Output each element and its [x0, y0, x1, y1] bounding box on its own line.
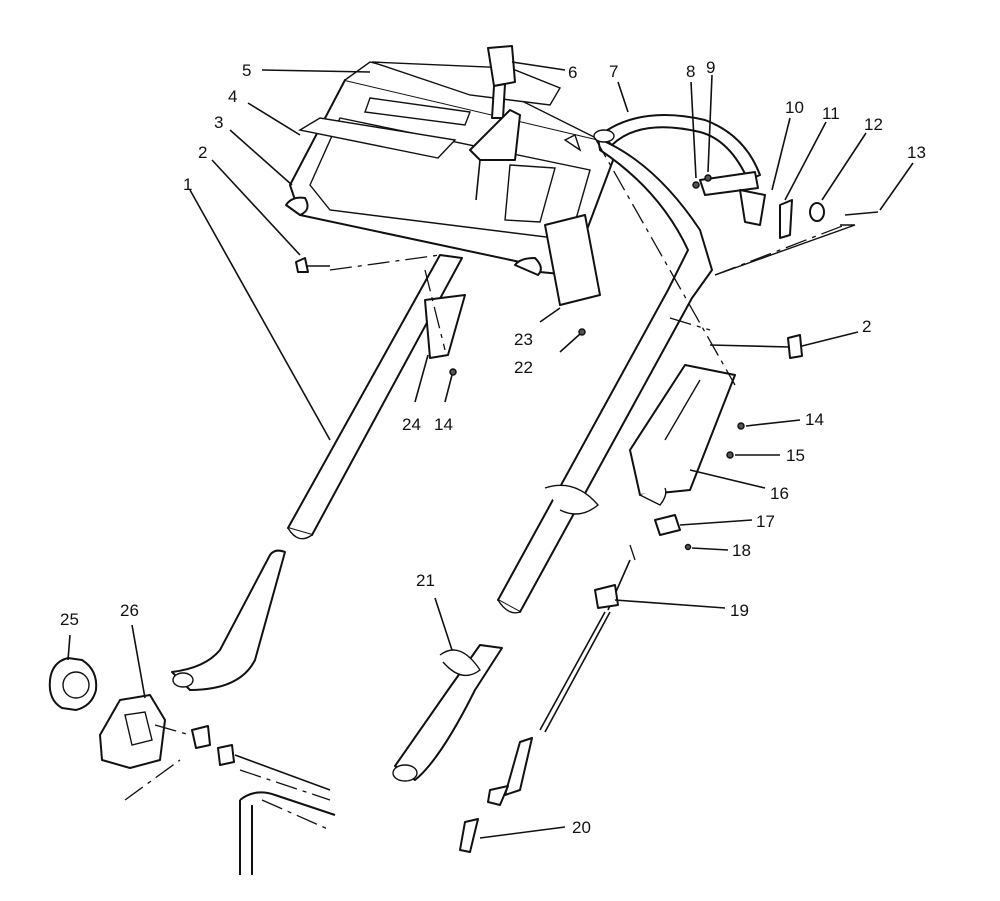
callout-21: 21	[416, 571, 435, 590]
lower-left-knob-assembly	[48, 657, 336, 875]
callout-26: 26	[120, 601, 139, 620]
callout-4: 4	[228, 87, 237, 106]
callout-6: 6	[568, 63, 577, 82]
callout-2-left: 2	[198, 143, 207, 162]
callout-16: 16	[770, 484, 789, 503]
callout-22: 22	[514, 358, 533, 377]
callout-18: 18	[732, 541, 751, 560]
callout-23: 23	[514, 330, 533, 349]
callout-17: 17	[756, 512, 775, 531]
control-panel	[285, 45, 616, 276]
callout-25: 25	[60, 610, 79, 629]
callout-14-right: 14	[805, 410, 824, 429]
right-hardware	[692, 171, 879, 276]
callout-10: 10	[785, 98, 804, 117]
callout-3: 3	[214, 113, 223, 132]
callout-8: 8	[686, 62, 695, 81]
left-handle-tube	[171, 254, 463, 691]
callout-15: 15	[786, 446, 805, 465]
callout-12: 12	[864, 115, 883, 134]
leader-lines	[67, 61, 914, 839]
callout-20: 20	[572, 818, 591, 837]
callout-7: 7	[609, 62, 618, 81]
callout-19: 19	[730, 601, 749, 620]
callout-1: 1	[183, 175, 192, 194]
upper-handle	[497, 114, 761, 614]
callout-9: 9	[706, 58, 715, 77]
callout-labels: 1 2 2 3 4 5 6 7 8 9 10 11 12 13 14 14 15…	[60, 58, 926, 837]
cable-bracket	[459, 364, 736, 853]
assembly-centerlines	[124, 137, 846, 831]
right-lower-tube	[392, 484, 599, 782]
callout-11: 11	[822, 104, 840, 123]
callout-2-right: 2	[862, 317, 871, 336]
callout-13: 13	[907, 143, 926, 162]
callout-24: 24	[402, 415, 421, 434]
callout-14-left: 14	[434, 415, 453, 434]
callout-5: 5	[242, 61, 251, 80]
